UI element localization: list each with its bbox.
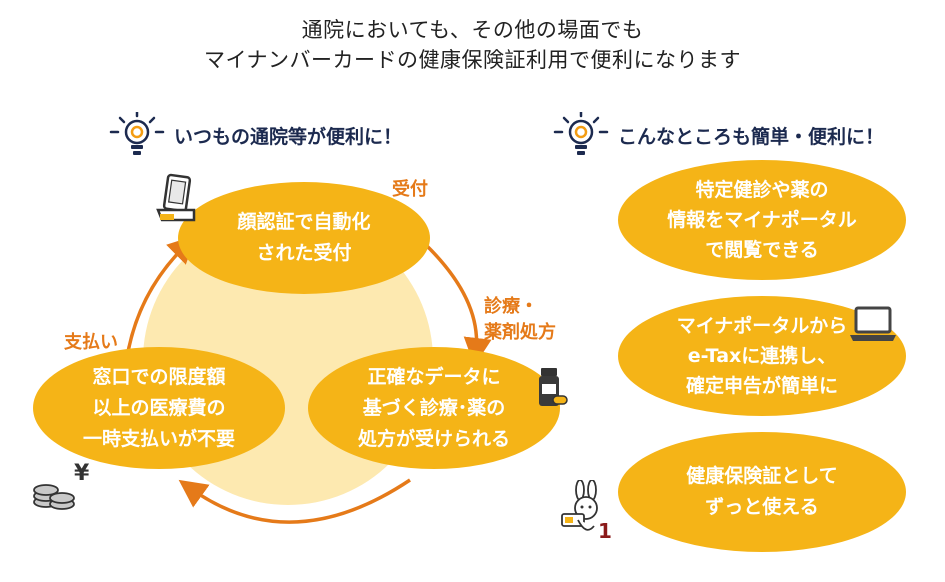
coins-yen-icon: ¥: [33, 461, 90, 510]
lightbulb-gear-icon: [553, 112, 609, 155]
arrow-reception-to-treatment: [424, 243, 492, 366]
page-title-line2: マイナンバーカードの健康保険証利用で便利になります: [203, 48, 742, 72]
ellipse-portal-view: 特定健診や薬の 情報をマイナポータル で閲覧できる: [618, 160, 906, 280]
lightbulb-gear-icon: [109, 112, 165, 155]
label-payment: 支払い: [64, 332, 118, 353]
arrow-payment-to-reception: [126, 235, 197, 353]
ellipse-use-forever: 健康保険証として ずっと使える: [618, 432, 906, 552]
medicine-bottle-icon: [539, 368, 568, 406]
svg-text:¥: ¥: [74, 461, 90, 486]
ellipse-treatment: 正確なデータに 基づく診療･薬の 処方が受けられる: [308, 347, 560, 469]
ellipse-payment: 窓口での限度額 以上の医療費の 一時支払いが不要: [33, 347, 285, 469]
label-treatment: 診療・ 薬剤処方: [484, 296, 556, 343]
left-section-heading: いつもの通院等が便利に！: [108, 112, 402, 158]
ellipse-use-forever-text: 健康保険証として ずっと使える: [686, 465, 838, 518]
arrow-treatment-to-payment: [178, 478, 411, 524]
ellipse-portal-view-text: 特定健診や薬の 情報をマイナポータル で閲覧できる: [667, 179, 857, 261]
ellipse-etax-text: マイナポータルから e-Taxに連携し、 確定申告が簡単に: [676, 315, 848, 397]
right-section-heading: こんなところも簡単・便利に！: [552, 112, 884, 158]
ellipse-reception: 顔認証で自動化 された受付: [178, 182, 430, 294]
face-recognition-terminal-icon: [156, 173, 196, 222]
right-heading-text: こんなところも簡単・便利に！: [618, 125, 885, 148]
ellipse-payment-text: 窓口での限度額 以上の医療費の 一時支払いが不要: [82, 365, 235, 450]
ellipse-treatment-text: 正確なデータに 基づく診療･薬の 処方が受けられる: [357, 365, 510, 450]
svg-text:1: 1: [598, 519, 612, 542]
page-title-line1: 通院においても、その他の場面でも: [301, 18, 644, 42]
left-heading-text: いつもの通院等が便利に！: [174, 125, 403, 148]
ellipse-reception-text: 顔認証で自動化 された受付: [237, 211, 371, 264]
label-reception: 受付: [392, 179, 428, 200]
laptop-icon: [850, 306, 896, 341]
rabbit-mascot-card-icon: 1: [561, 480, 612, 542]
